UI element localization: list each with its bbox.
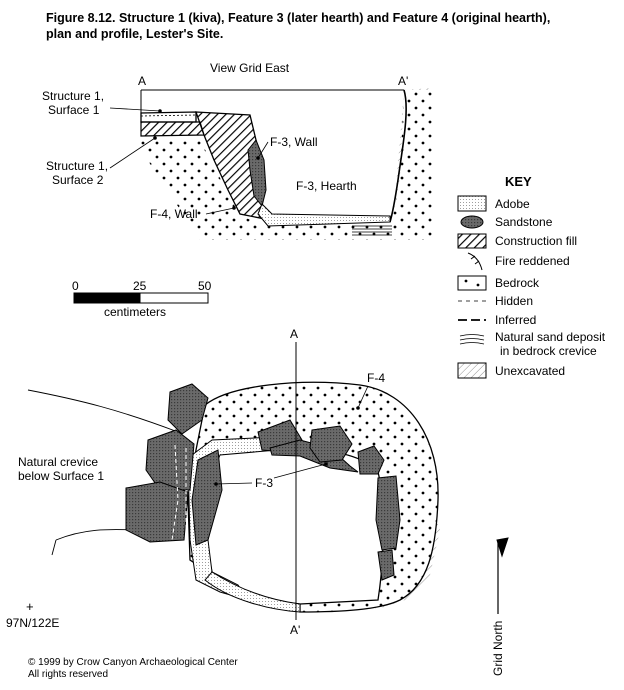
profile-sand-deposit	[352, 225, 392, 236]
key-label-sand-deposit-2: in bedrock crevice	[500, 344, 597, 358]
copyright-line-2: All rights reserved	[28, 669, 109, 680]
adobe-swatch-icon	[457, 195, 487, 212]
label-surface2-line1: Structure 1,	[46, 159, 108, 173]
scale-tick-0: 0	[72, 279, 79, 293]
sandstone-slab-7	[309, 425, 353, 463]
legend-key: KEY Adobe Sandstone Construction fill Fi…	[457, 174, 606, 379]
profile-surface-1	[140, 111, 197, 123]
sandstone-slab-10	[377, 549, 395, 581]
label-f3-wall: F-3, Wall	[270, 135, 318, 149]
crevice-line-upper	[27, 389, 179, 433]
profile-cut-edge	[389, 89, 407, 223]
key-title: KEY	[505, 174, 532, 189]
sandstone-slab-9	[375, 475, 401, 551]
label-surface1-line2: Surface 1	[48, 103, 100, 117]
profile-bedrock	[141, 90, 432, 240]
datum-marker: +	[26, 599, 34, 614]
figure-title-line-2: plan and profile, Lester's Site.	[46, 27, 224, 41]
scale-unit: centimeters	[104, 305, 166, 319]
scale-tick-50: 50	[198, 279, 212, 293]
plan-section-a-prime: A'	[290, 623, 300, 637]
key-label-fire-reddened: Fire reddened	[495, 254, 570, 268]
key-label-inferred: Inferred	[495, 313, 536, 327]
copyright: © 1999 by Crow Canyon Archaeological Cen…	[28, 657, 238, 681]
label-surface2-line2: Surface 2	[52, 173, 104, 187]
scale-bar-black	[73, 292, 141, 304]
sandstone-swatch-icon	[460, 215, 484, 229]
plan-section-a: A	[290, 327, 298, 341]
key-label-construction-fill: Construction fill	[495, 234, 577, 248]
plan-view: A A' F-4 F-3 Natural crevice below Surfa…	[6, 327, 509, 676]
key-label-adobe: Adobe	[495, 197, 530, 211]
sandstone-slab-6	[269, 439, 359, 473]
label-crevice-line2: below Surface 1	[18, 469, 104, 483]
unexcavated-swatch-icon	[457, 362, 487, 379]
sandstone-slab-8	[357, 445, 385, 475]
profile-endpoint-a: A	[138, 74, 146, 88]
copyright-line-1: © 1999 by Crow Canyon Archaeological Cen…	[28, 657, 238, 668]
north-arrow-icon	[496, 537, 509, 558]
label-surface1-line1: Structure 1,	[42, 89, 104, 103]
fire-reddened-icon	[467, 252, 483, 271]
label-f4: F-4	[367, 371, 385, 385]
scale-bar-white	[139, 292, 209, 304]
key-label-sandstone: Sandstone	[495, 215, 553, 229]
sandstone-slab-2	[145, 429, 195, 491]
key-label-unexcavated: Unexcavated	[495, 364, 565, 378]
key-label-hidden: Hidden	[495, 294, 533, 308]
scale-tick-25: 25	[133, 279, 147, 293]
label-f4-wall: F-4, Wall	[150, 207, 198, 221]
scale-bar: 0 25 50 centimeters	[72, 279, 212, 319]
profile-view: View Grid East A A' Structure 1, Surface…	[42, 61, 432, 240]
figure-title: Figure 8.12. Structure 1 (kiva), Feature…	[46, 10, 606, 42]
north-label: Grid North	[491, 621, 505, 676]
datum-label: 97N/122E	[6, 616, 59, 630]
sandstone-slab-1	[167, 383, 209, 435]
bedrock-swatch-icon	[457, 275, 487, 291]
label-crevice-line1: Natural crevice	[18, 455, 98, 469]
sandstone-slab-3	[125, 481, 189, 543]
profile-f3-wall-stone	[247, 139, 267, 208]
profile-view-label: View Grid East	[210, 61, 290, 75]
profile-endpoint-a-prime: A'	[398, 74, 408, 88]
label-f3: F-3	[255, 476, 273, 490]
sand-deposit-icon	[459, 334, 485, 345]
key-label-sand-deposit-1: Natural sand deposit	[495, 330, 606, 344]
profile-surface-2	[140, 121, 205, 137]
figure-title-line-1: Figure 8.12. Structure 1 (kiva), Feature…	[46, 11, 551, 25]
construction-fill-swatch-icon	[457, 233, 487, 249]
label-f3-hearth: F-3, Hearth	[296, 179, 357, 193]
key-label-bedrock: Bedrock	[495, 276, 540, 290]
profile-hearth-lining	[257, 203, 391, 227]
sandstone-slab-4	[191, 449, 223, 546]
